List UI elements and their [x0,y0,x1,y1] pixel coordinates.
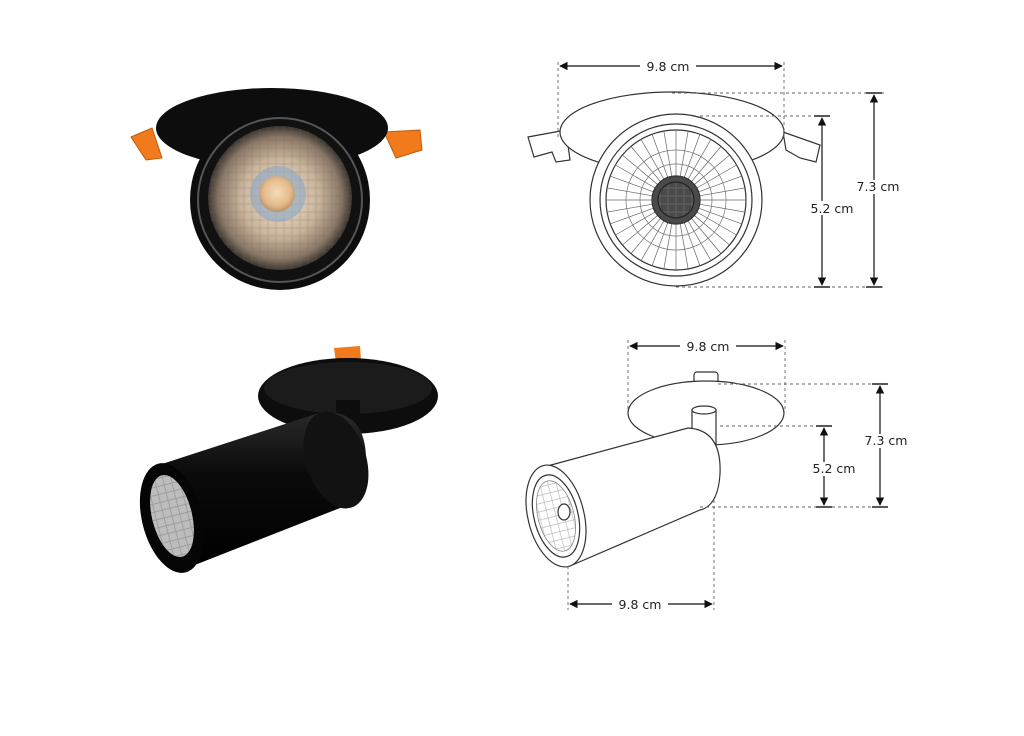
reflector-radial-line [683,134,701,178]
lens-dot-outline [557,503,571,521]
clip-outline-right [782,131,821,163]
spring-clip-left [130,127,163,161]
reflector-radial-line [640,139,665,180]
reflector-radial-line [651,134,669,178]
led-chip [259,176,295,212]
reflector-radial-line [683,222,701,266]
reflector-radial-line [610,207,654,225]
side-view-dimensions: 9.8 cm 5.2 cm 7.3 cm 9.8 cm [567,339,910,612]
reflector-radial-line [679,131,689,177]
side-total-height-label: 7.3 cm [865,433,908,448]
reflector-radial-line [696,164,737,189]
total-height-label: 7.3 cm [857,179,900,194]
reflector-radial-line [615,164,656,189]
reflector-radial-line [630,218,661,254]
top-width-label: 9.8 cm [687,339,730,354]
reflector-radial-line [696,211,737,236]
reflector-radial-line [679,223,689,269]
reflector-radial-line [640,220,665,261]
reflector-radial-line [691,218,722,254]
reflector-radial-line [691,146,722,182]
reflector-radial-line [607,187,653,197]
reflector-radial-line [698,207,742,225]
front-view-photo [130,88,423,290]
reflector-radial-line [698,175,742,193]
front-view-dimensions: 9.8 cm 5.2 cm 7.3 cm [557,59,904,288]
reflector-radial-line [610,175,654,193]
reflector-radial-line [694,154,730,185]
reflector-radial-line [687,220,712,261]
side-inner-height-label: 5.2 cm [813,461,856,476]
side-view-drawing [525,371,785,568]
reflector-radial-line [699,187,745,197]
reflector-radial-line [699,203,745,213]
reflector-radial-line [663,223,673,269]
reflector-radial-line [694,215,730,246]
reflector-radial-line [630,146,661,182]
spring-clip-right [383,129,423,159]
side-view-photo [139,346,438,573]
reflector-radial-line [651,222,669,266]
width-label: 9.8 cm [647,59,690,74]
inner-height-label: 5.2 cm [811,201,854,216]
reflector-radial-line [687,139,712,180]
bottom-width-label: 9.8 cm [619,597,662,612]
spring-clip-top [334,346,361,362]
reflector-radial-line [663,131,673,177]
reflector-radial-line [622,215,658,246]
reflector-lines [606,130,746,270]
reflector-radial-line [615,211,656,236]
reflector-radial-line [622,154,658,185]
reflector-radial-line [607,203,653,213]
front-view-drawing [527,91,821,287]
